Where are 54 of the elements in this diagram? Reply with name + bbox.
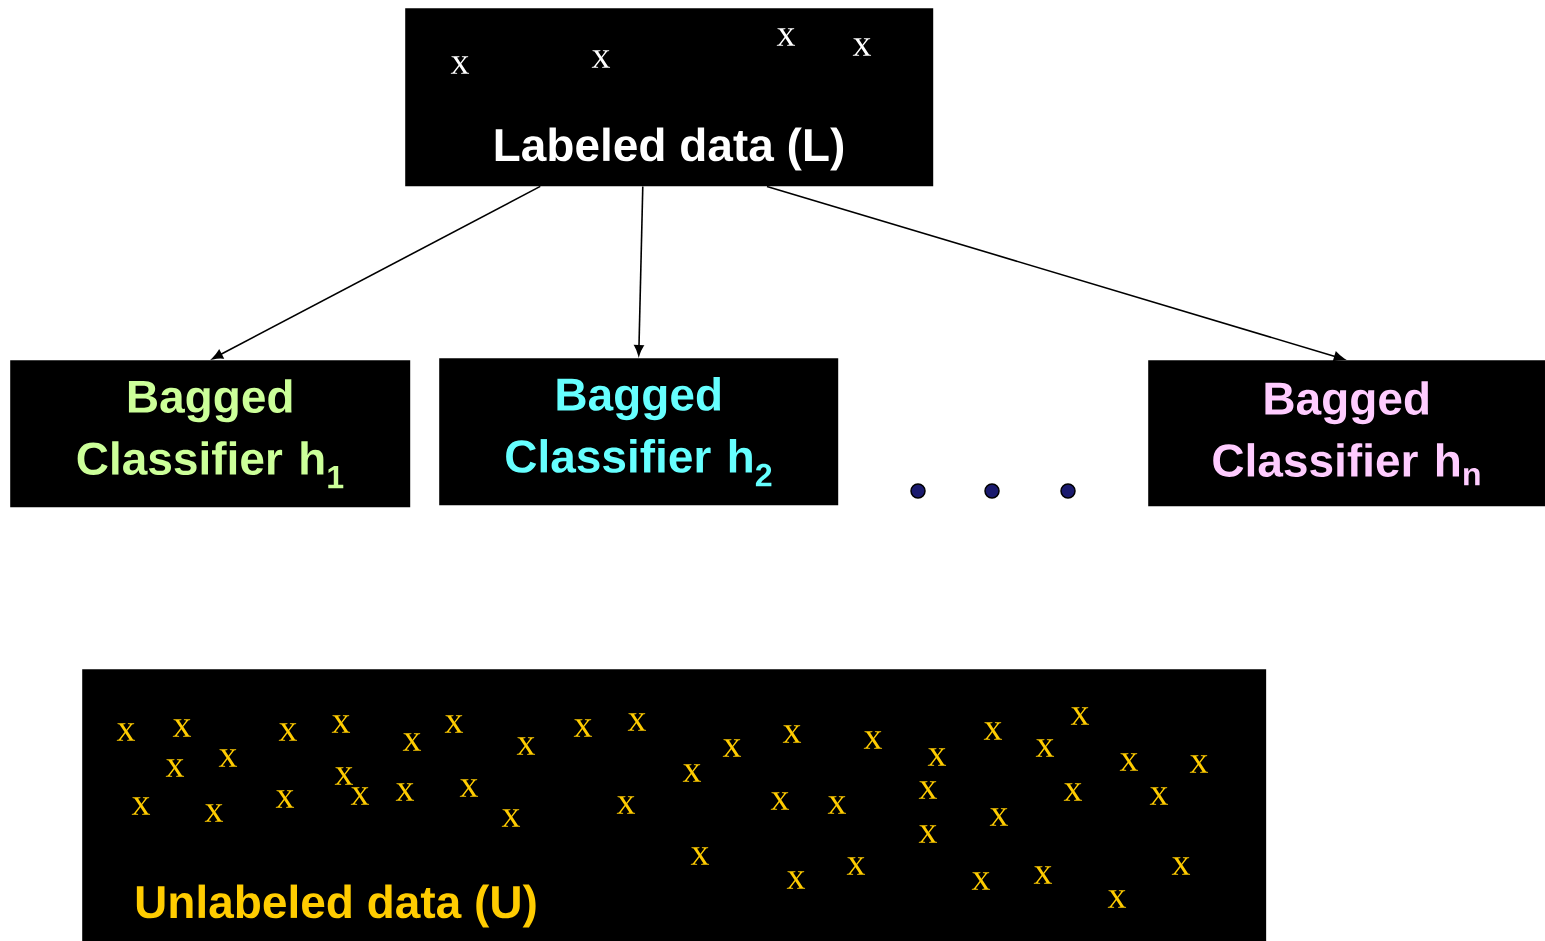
data-point: x: [334, 767, 354, 785]
arrow: [634, 185, 644, 356]
data-point: x: [1033, 866, 1053, 884]
data-point: x: [116, 723, 136, 741]
arrow: [212, 185, 542, 360]
data-point: x: [1119, 753, 1139, 771]
data-point: x: [770, 792, 790, 810]
data-point: x: [573, 719, 593, 737]
data-point: x: [827, 796, 847, 814]
data-point: x: [131, 797, 151, 815]
classifier-box: Bagged Classifier h$_{n}$: [1148, 360, 1545, 507]
data-point: x: [682, 764, 702, 782]
data-point: x: [616, 796, 636, 814]
data-point: x: [275, 790, 295, 808]
data-point: x: [927, 748, 947, 766]
data-point: x: [591, 50, 611, 68]
data-point: x: [402, 733, 422, 751]
data-point: x: [1107, 890, 1127, 908]
data-point: x: [846, 857, 866, 875]
data-point: x: [1063, 783, 1083, 801]
classifier-box: Bagged Classifier h$_{2}$: [439, 358, 839, 506]
data-point: x: [218, 749, 238, 767]
data-point: x: [459, 779, 479, 797]
data-point: x: [722, 739, 742, 757]
data-point: x: [918, 825, 938, 843]
data-point: x: [331, 715, 351, 733]
data-point: x: [444, 715, 464, 733]
data-point: x: [278, 723, 298, 741]
data-point: x: [1070, 707, 1090, 725]
data-point: x: [786, 871, 806, 889]
data-point: x: [395, 783, 415, 801]
data-point: x: [516, 737, 536, 755]
data-point: x: [1149, 787, 1169, 805]
data-point: x: [1189, 755, 1209, 773]
data-point: x: [983, 722, 1003, 740]
data-point: x: [450, 56, 470, 74]
data-point: x: [501, 809, 521, 827]
data-point: x: [776, 28, 796, 46]
data-point: x: [1035, 739, 1055, 757]
data-point: x: [690, 847, 710, 865]
data-point: x: [989, 808, 1009, 826]
arrow: [766, 185, 1345, 362]
data-point: x: [971, 872, 991, 890]
data-point: x: [204, 804, 224, 822]
data-point: x: [863, 731, 883, 749]
data-point: x: [918, 781, 938, 799]
data-point: x: [782, 725, 802, 743]
data-point: x: [852, 38, 872, 56]
data-point: x: [627, 713, 647, 731]
data-point: x: [165, 759, 185, 777]
data-point: x: [1171, 857, 1191, 875]
classifier-box: Bagged Classifier h$_{1}$: [10, 360, 411, 508]
data-point: x: [172, 719, 192, 737]
data-point: x: [350, 787, 370, 805]
